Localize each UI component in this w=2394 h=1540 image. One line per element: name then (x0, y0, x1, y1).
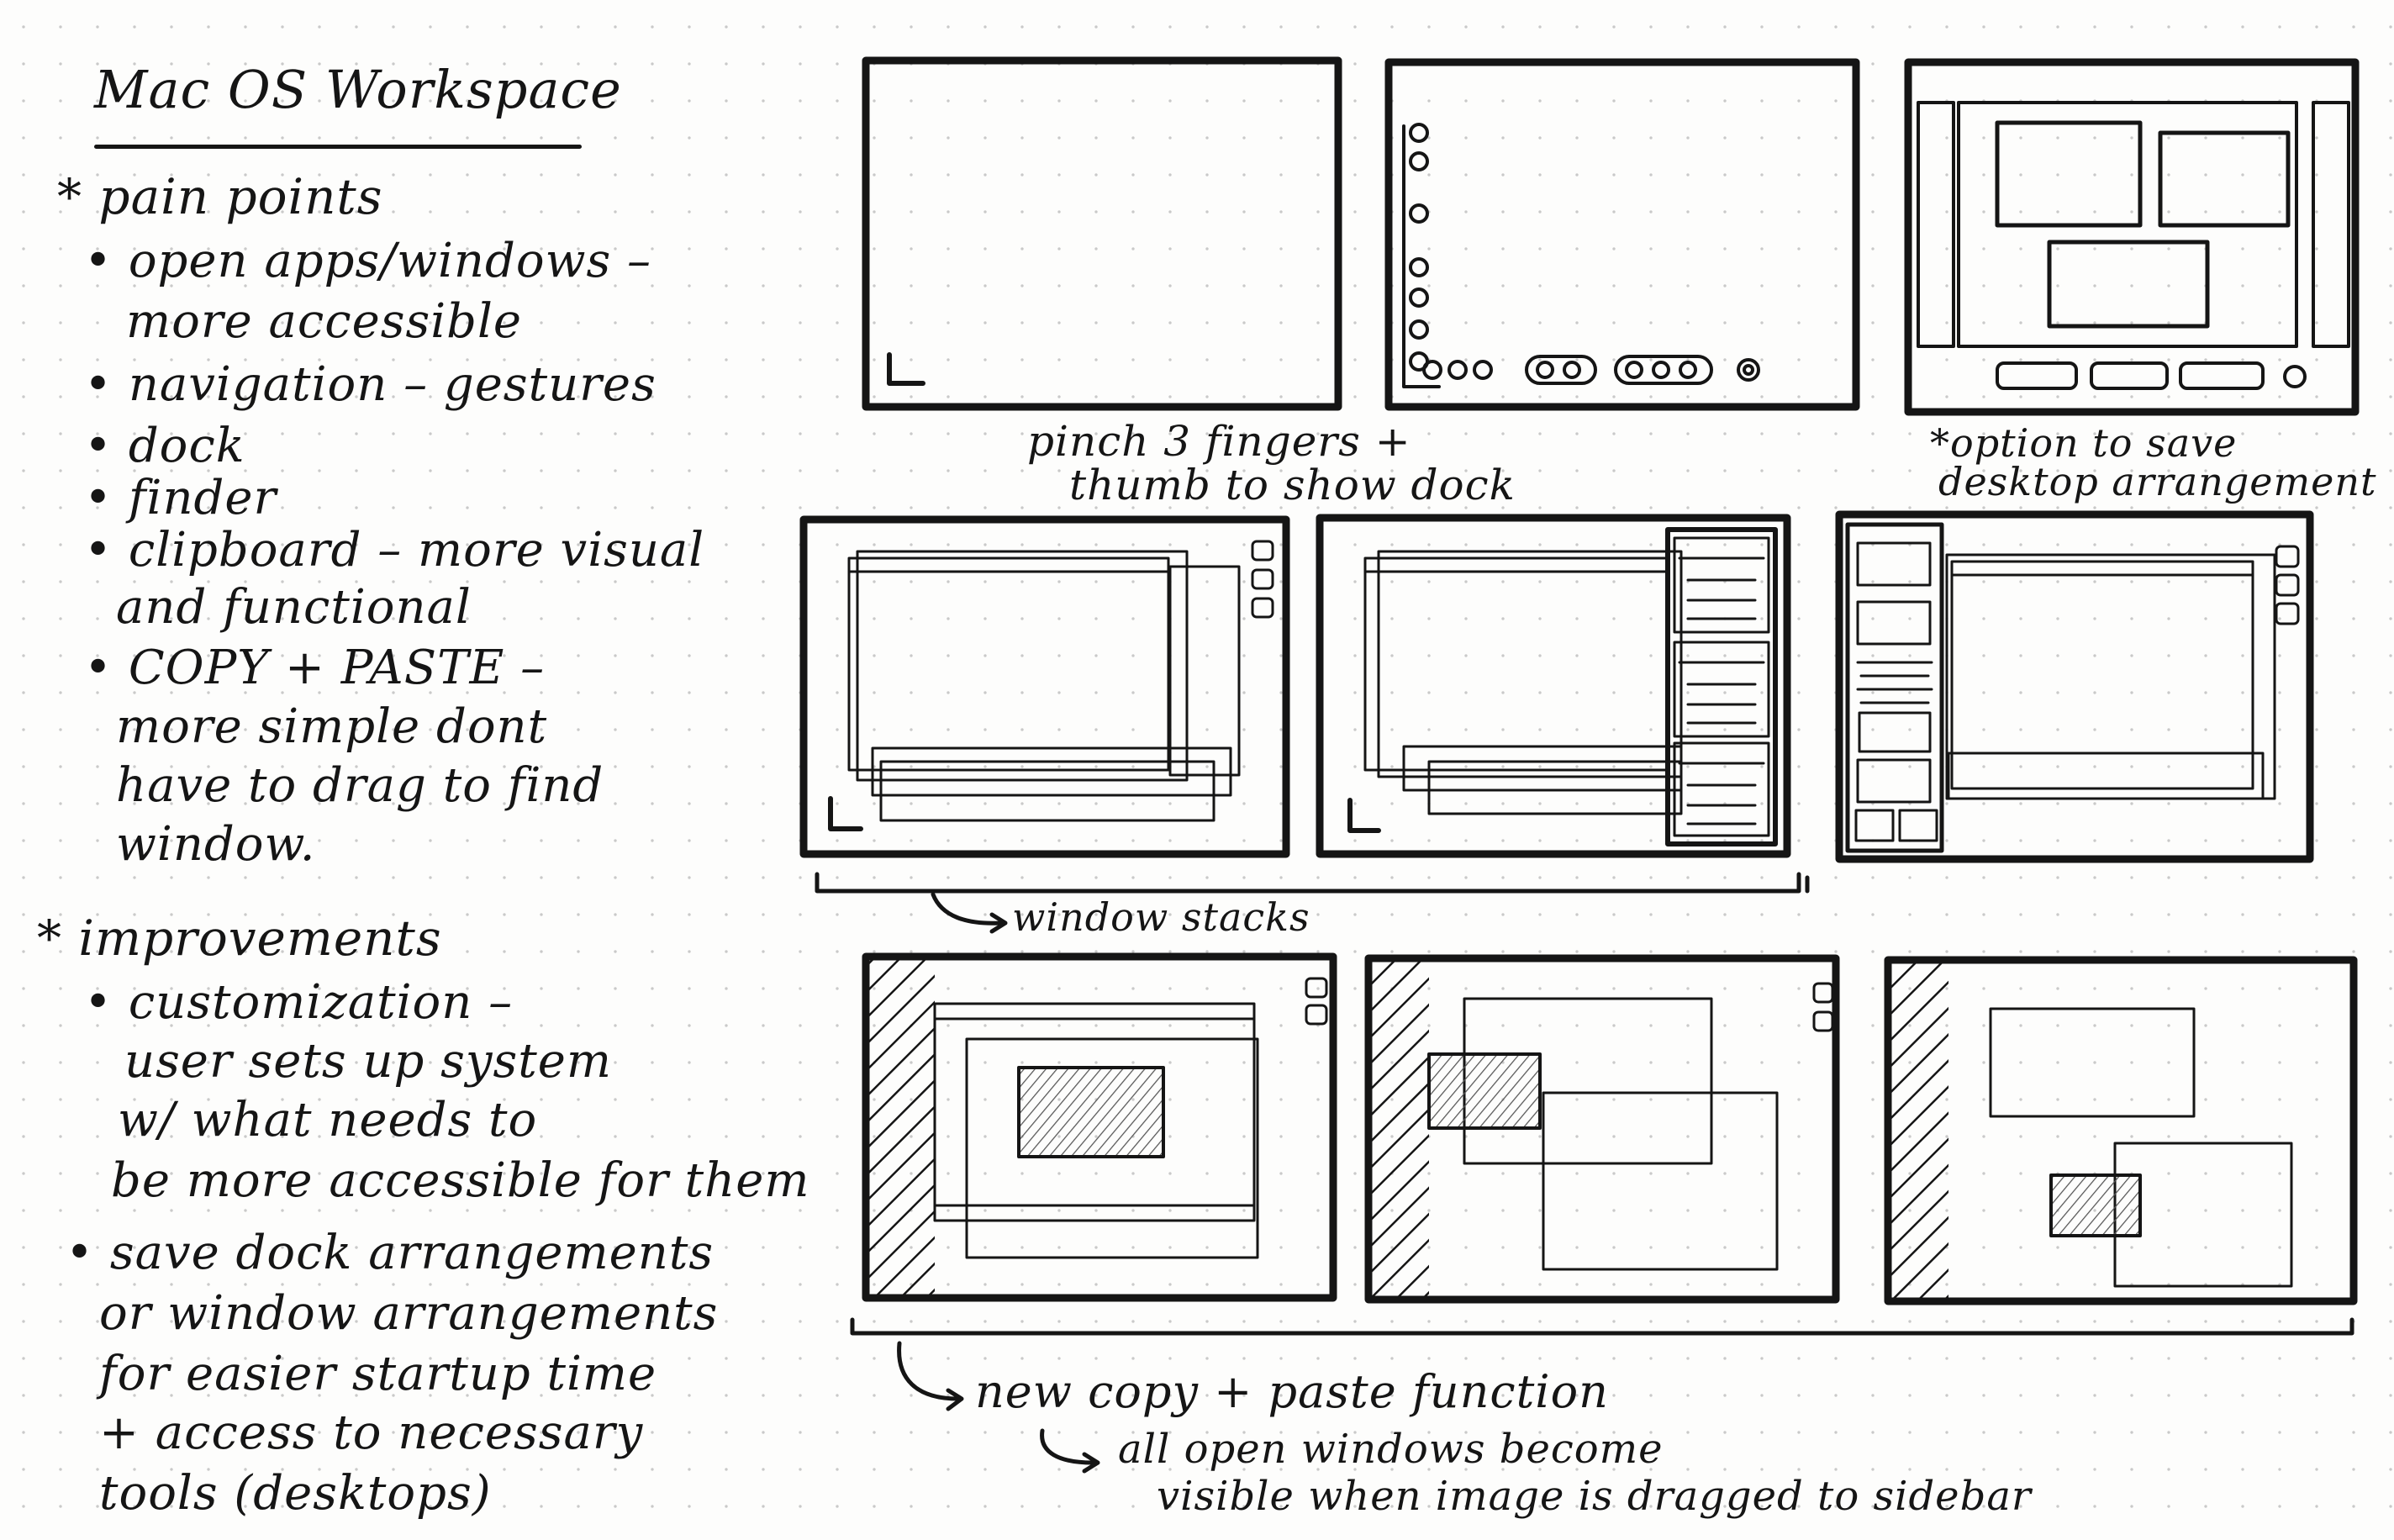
improve-line: w/ what needs to (118, 1093, 538, 1147)
frame-stack-sidebar (1316, 514, 1791, 858)
caption-save-1: *option to save (1930, 420, 2238, 466)
title-underline (94, 145, 582, 149)
improve-line: tools (desktops) (99, 1466, 492, 1521)
pain-line: • clipboard – more visual (84, 523, 705, 578)
pain-line: • open apps/windows – (84, 234, 652, 288)
pain-line: • finder (84, 471, 277, 525)
caption-visible-1: all open windows become (1118, 1426, 1664, 1473)
improve-line: for easier startup time (99, 1347, 657, 1401)
improve-line: user sets up system (124, 1034, 613, 1089)
frame-windows-visible (1364, 954, 1840, 1304)
pain-line: window. (116, 817, 316, 872)
frame-dock-revealed (1384, 58, 1860, 411)
pain-line: more simple dont (116, 699, 548, 754)
improve-line: or window arrangements (99, 1286, 719, 1341)
pain-line: • COPY + PASTE – (84, 641, 546, 695)
caption-window-stacks: window stacks (1012, 894, 1310, 940)
frame-copy-drag (862, 952, 1337, 1302)
frame-desktop-arrangement (1904, 58, 2360, 416)
caption-dock-1: pinch 3 fingers + (1027, 417, 1411, 466)
pain-points-heading: * pain points (57, 168, 383, 225)
caption-dock-2: thumb to show dock (1069, 461, 1516, 509)
improve-line: • save dock arrangements (66, 1226, 715, 1280)
improve-line: be more accessible for them (111, 1153, 810, 1208)
caption-save-2: desktop arrangement (1938, 459, 2377, 504)
caption-visible-2: visible when image is dragged to sidebar (1157, 1473, 2032, 1520)
pain-line: • dock (84, 419, 245, 473)
frame-window-stack (799, 515, 1290, 858)
frame-left-sidebar (1835, 510, 2314, 863)
pain-line: and functional (116, 580, 472, 635)
frame-desktop-empty (862, 56, 1342, 411)
improve-line: • customization – (84, 975, 514, 1030)
caption-copy-paste: new copy + paste function (975, 1365, 1609, 1418)
improve-line: + access to necessary (99, 1406, 644, 1460)
pain-line: have to drag to find (116, 758, 604, 813)
improvements-heading: * improvements (37, 910, 442, 967)
pain-line: more accessible (126, 294, 523, 349)
page-title: Mac OS Workspace (94, 59, 622, 120)
pain-line: • navigation – gestures (84, 357, 657, 412)
frame-drop-target (1884, 956, 2358, 1305)
